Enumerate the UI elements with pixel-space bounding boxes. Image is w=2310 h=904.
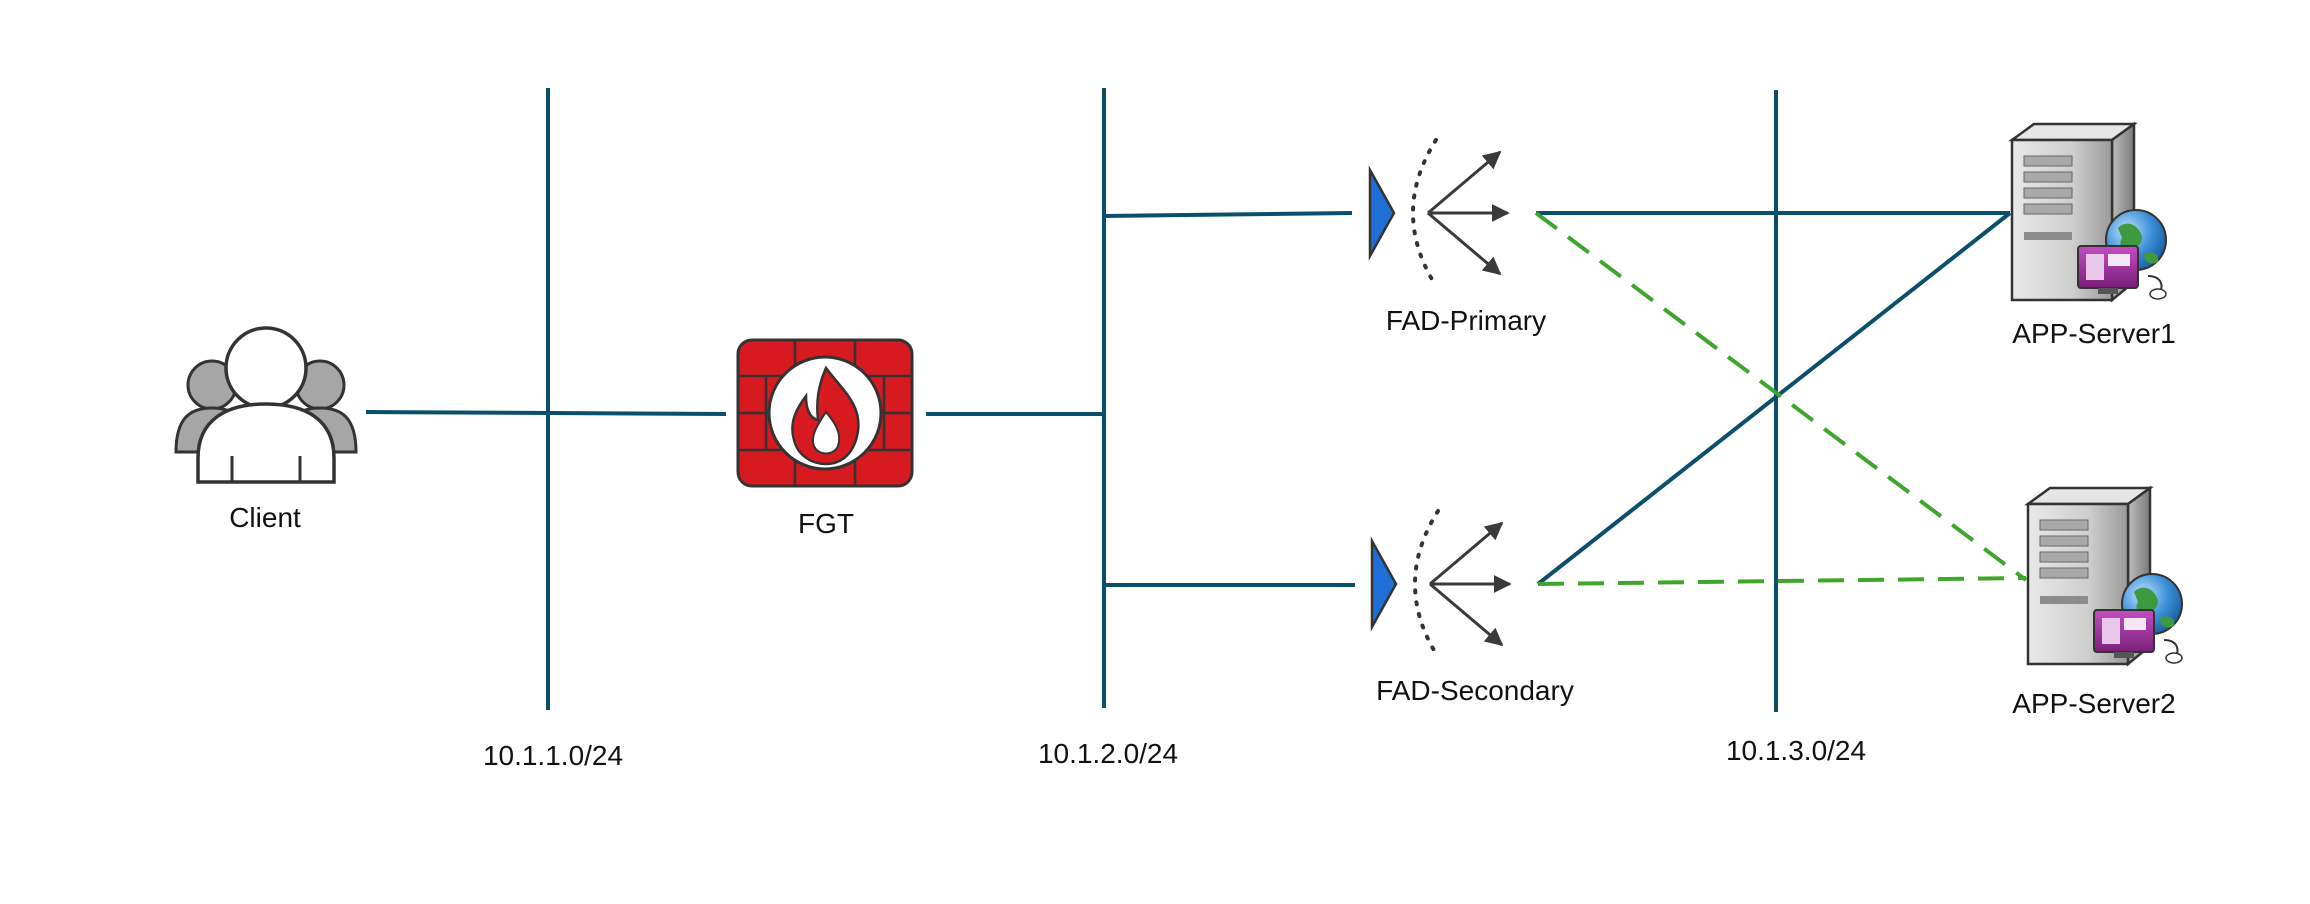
fad-primary-label: FAD-Primary	[1385, 305, 1547, 336]
app-server2-label: APP-Server2	[2012, 688, 2176, 719]
standby-link-fad-primary-server2	[1534, 211, 2028, 582]
load-balancer-icon	[1370, 509, 1512, 659]
network-label-1: 10.1.1.0/24	[482, 740, 624, 771]
app-server1-label: APP-Server1	[2012, 318, 2176, 349]
network-label-2: 10.1.2.0/24	[1037, 738, 1179, 769]
fgt-label: FGT	[798, 508, 854, 539]
link-segment2-fad-primary	[1103, 211, 1353, 218]
link-client-fgt	[365, 410, 727, 416]
network-label-3: 10.1.3.0/24	[1725, 735, 1867, 766]
client-label: Client	[229, 502, 301, 533]
link-fad-secondary-server1	[1536, 211, 2012, 586]
load-balancer-icon	[1368, 138, 1510, 288]
fad-secondary-label: FAD-Secondary	[1376, 675, 1574, 706]
standby-link-fad-secondary-server2	[1537, 576, 2027, 586]
firewall-flame-icon	[736, 338, 914, 488]
web-server-icon	[2024, 485, 2183, 667]
web-server-icon	[2008, 121, 2167, 303]
users-group-icon	[174, 326, 358, 484]
